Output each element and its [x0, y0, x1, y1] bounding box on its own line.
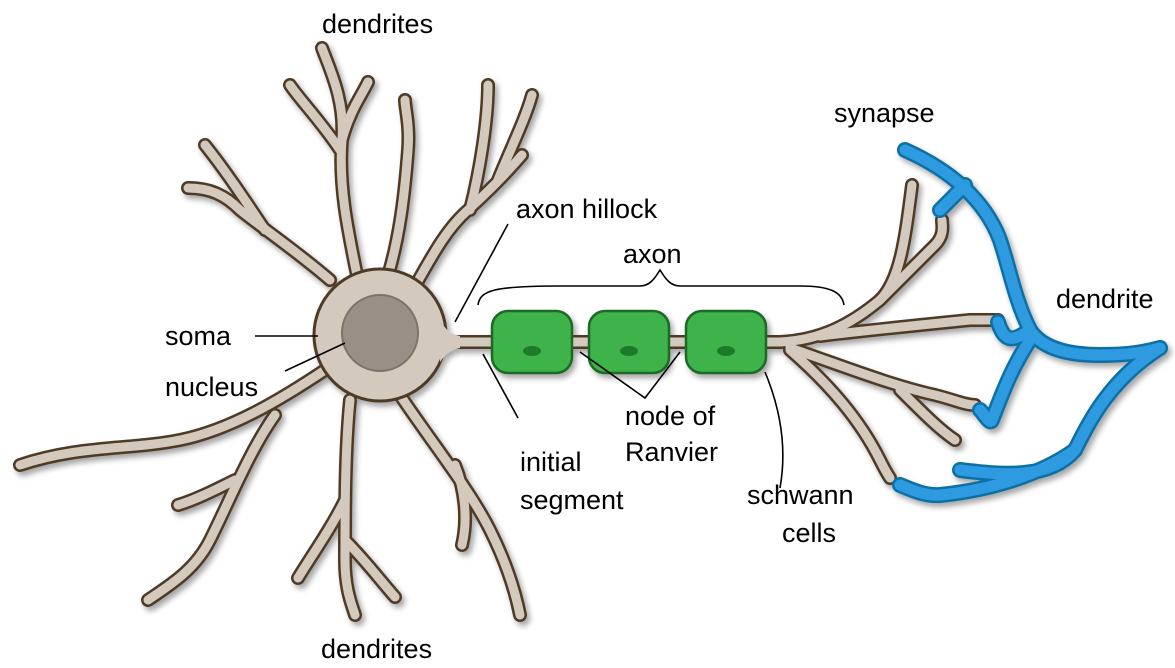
label-axon-hillock: axon hillock: [516, 194, 658, 224]
leader-axon-hillock: [455, 224, 508, 322]
leader-schwann-cells: [765, 372, 783, 488]
myelin-sheath-1: [492, 311, 572, 373]
axon-brace: [478, 270, 844, 305]
label-node-of-ranvier-line2: Ranvier: [625, 437, 718, 467]
nucleus-body: [342, 295, 418, 371]
myelin-sheath-3: [686, 311, 766, 373]
label-dendrites-top: dendrites: [322, 9, 433, 39]
label-axon: axon: [623, 239, 682, 269]
label-node-of-ranvier-line1: node of: [625, 401, 716, 431]
label-dendrites-bottom: dendrites: [321, 634, 432, 664]
axon-hillock-shape: [440, 320, 460, 362]
label-nucleus: nucleus: [165, 372, 258, 402]
myelin-sheath-2: [589, 311, 669, 373]
label-dendrite: dendrite: [1056, 284, 1154, 314]
label-schwann-cells-line2: cells: [782, 518, 836, 548]
label-initial-segment-line2: segment: [520, 485, 624, 515]
label-schwann-cells-line1: schwann: [747, 480, 854, 510]
label-synapse: synapse: [834, 98, 935, 128]
label-initial-segment-line1: initial: [520, 447, 582, 477]
label-soma: soma: [165, 321, 232, 351]
